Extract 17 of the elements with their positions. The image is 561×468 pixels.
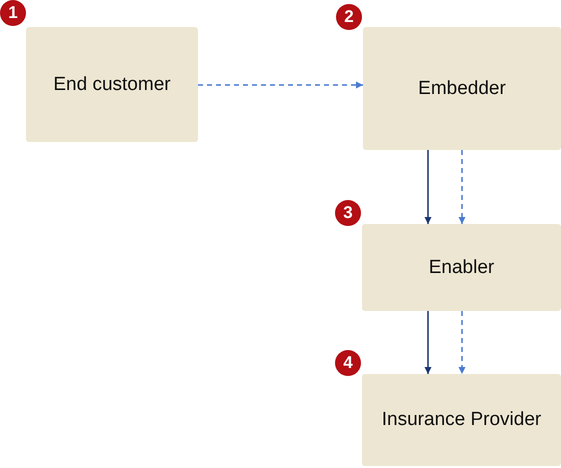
- process-box: [362, 374, 561, 466]
- step-number: 4: [335, 350, 361, 376]
- step-number: 3: [335, 200, 361, 226]
- process-box: [362, 224, 561, 311]
- arrow: [424, 311, 432, 374]
- node-label: Insurance Provider: [382, 408, 542, 432]
- process-box: [363, 27, 561, 150]
- arrow: [458, 150, 466, 224]
- step-number: 2: [336, 4, 362, 30]
- node-label: Embedder: [418, 76, 506, 100]
- step-number: 1: [0, 0, 26, 26]
- node-label: End customer: [53, 72, 171, 96]
- arrow: [458, 311, 466, 374]
- arrow: [198, 82, 363, 88]
- node-label: Enabler: [428, 256, 494, 280]
- arrow: [424, 150, 432, 224]
- process-box: [26, 27, 198, 142]
